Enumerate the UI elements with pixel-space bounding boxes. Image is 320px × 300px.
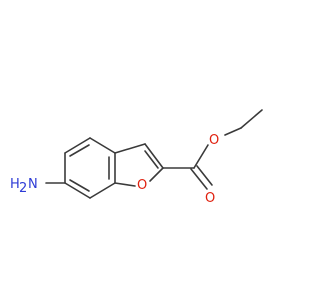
ester-oxygen-label: O — [209, 133, 219, 148]
ester-group — [162, 109, 263, 190]
bond-ester-o-ch2 — [224, 127, 242, 136]
chemical-structure-diagram: H 2 N O O O — [10, 109, 263, 206]
double-bond-c7-c6-inner — [69, 179, 90, 192]
amine-n-label: N — [28, 177, 38, 192]
bond-c3-c2 — [144, 143, 164, 169]
amine-label: H 2 N — [10, 177, 38, 196]
benzene-ring — [64, 137, 116, 199]
bond-c2-o1 — [149, 167, 164, 182]
bond-c5-c4 — [64, 137, 91, 154]
amine-h2-subscript: 2 — [19, 181, 27, 196]
bond-o1-c7a — [114, 182, 136, 187]
bond-ch2-ch3 — [240, 109, 263, 129]
amine-h2-label: H — [10, 177, 20, 192]
bond-carbonyl-c-ester-o — [193, 144, 209, 169]
bond-carbonyl-c-o-double-a — [190, 168, 208, 190]
furan-oxygen-label: O — [137, 178, 147, 193]
double-bond-c3-c2-inner — [144, 150, 159, 169]
double-bond-c5-c4-inner — [69, 144, 90, 157]
bond-c4-c3a — [89, 137, 116, 154]
bond-c7-c6 — [64, 182, 91, 199]
bond-c7a-c7 — [89, 182, 116, 199]
furan-ring — [114, 143, 164, 187]
bond-carbonyl-c-o-double-b — [196, 165, 213, 186]
carbonyl-oxygen-label: O — [205, 191, 215, 206]
bond-c3a-c3 — [114, 143, 146, 154]
